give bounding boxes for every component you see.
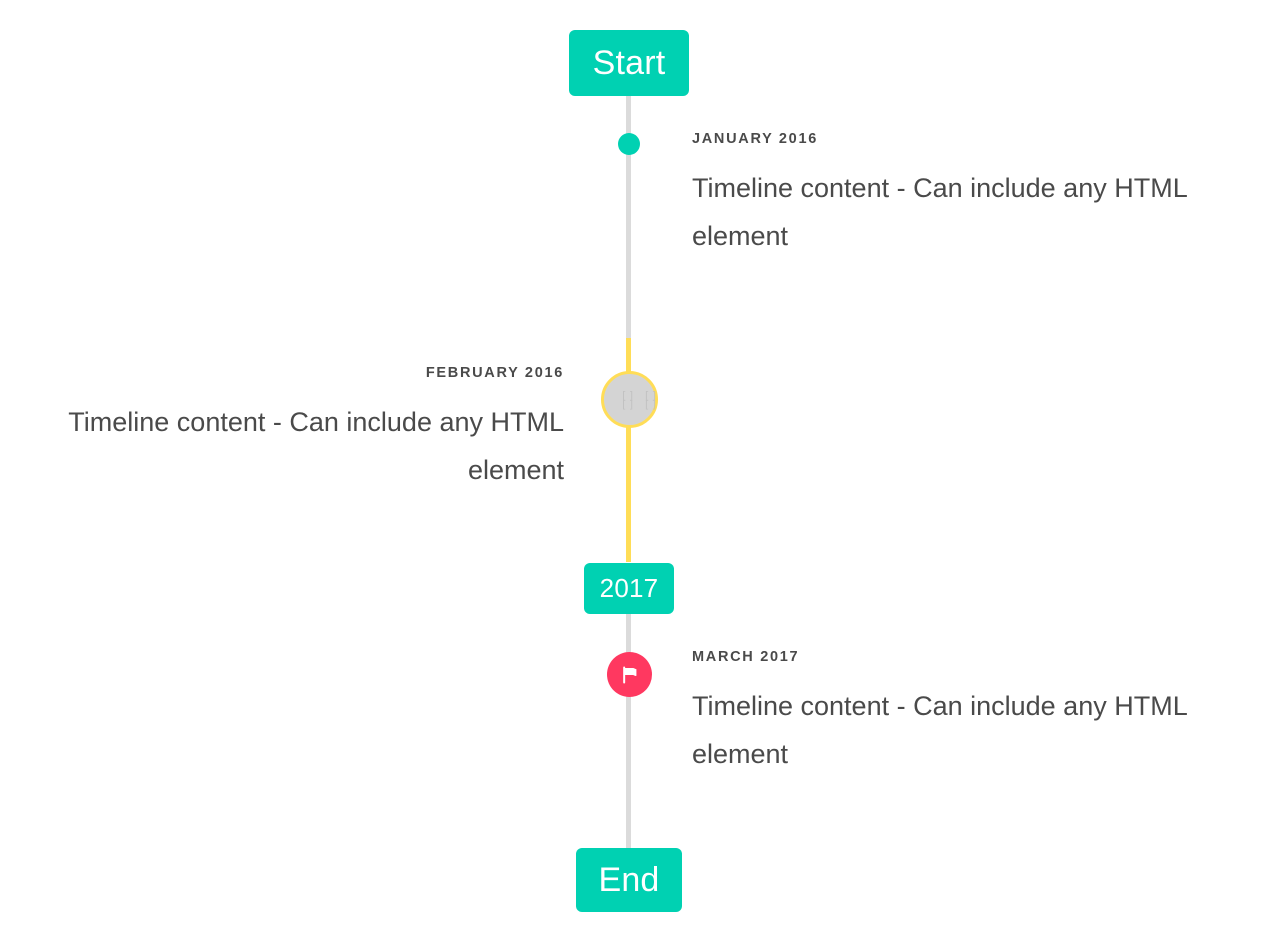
timeline-content-march-2017: MARCH 2017 Timeline content - Can includ…	[692, 649, 1216, 778]
timeline-axis-segment-default	[626, 96, 631, 338]
timeline-divider-2017-badge[interactable]: 2017	[584, 563, 674, 614]
timeline-footer-end-label: End	[598, 860, 660, 899]
timeline-body: Timeline content - Can include any HTML …	[68, 407, 564, 486]
flag-icon[interactable]	[607, 652, 652, 697]
timeline-footer-end-badge[interactable]: End	[576, 848, 682, 912]
timeline-axis-segment-warning	[626, 338, 631, 562]
timeline-body: Timeline content - Can include any HTML …	[692, 691, 1187, 770]
timeline-marker-dot[interactable]	[618, 133, 640, 155]
timeline-content-february-2016: FEBRUARY 2016 Timeline content - Can inc…	[40, 365, 564, 494]
timeline-heading: JANUARY 2016	[692, 131, 818, 147]
timeline-body: Timeline content - Can include any HTML …	[692, 173, 1187, 252]
timeline-divider-label: 2017	[599, 573, 659, 603]
timeline-heading: MARCH 2017	[692, 649, 800, 665]
timeline-header-start-badge[interactable]: Start	[569, 30, 689, 96]
flag-icon-glyph	[622, 666, 636, 683]
broken-image-icon[interactable]: [] [] [] []	[601, 371, 658, 428]
timeline-axis-segment-lower	[626, 614, 631, 856]
timeline-header-start-label: Start	[592, 43, 666, 82]
timeline-heading: FEBRUARY 2016	[425, 365, 564, 381]
broken-image-glyph: [] [] [] []	[620, 388, 659, 411]
timeline-content-january-2016: JANUARY 2016 Timeline content - Can incl…	[692, 131, 1216, 260]
